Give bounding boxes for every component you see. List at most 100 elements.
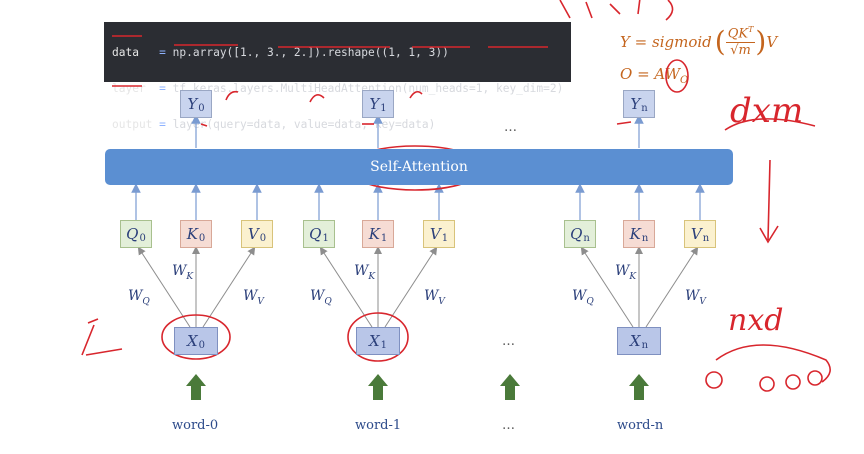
code-snippet: data = np.array([1., 3., 2.]).reshape((1… [104, 22, 571, 131]
formula-y-right: V [766, 32, 778, 51]
q-symbol: Q [126, 225, 139, 243]
wv-sub: V [699, 296, 706, 307]
q-sub: 1 [322, 232, 329, 244]
k-sub: 0 [198, 232, 206, 244]
v-sub: 0 [259, 232, 267, 244]
x-symbol: X [368, 332, 380, 350]
x-sub: 1 [380, 339, 388, 351]
word-label-0: word-0 [172, 418, 219, 433]
wv-symbol: W [424, 288, 439, 304]
k-symbol: K [368, 225, 380, 243]
weight-wv-0: WV [243, 288, 264, 307]
y-symbol: Y [369, 95, 380, 113]
weight-wk-1: WK [354, 263, 375, 282]
wq-sub: Q [324, 296, 332, 307]
weight-wq-n: WQ [572, 288, 594, 307]
formula-y-left: Y = sigmoid [620, 32, 712, 51]
weight-wv-n: WV [685, 288, 706, 307]
code-var-output: output [112, 118, 153, 131]
wv-sub: V [438, 296, 445, 307]
wk-symbol: W [615, 263, 630, 279]
code-op: = [159, 118, 166, 131]
x-symbol: X [186, 332, 198, 350]
x-symbol: X [629, 332, 641, 350]
k-symbol: K [629, 225, 641, 243]
wk-sub: K [629, 271, 637, 282]
numerator-text: QK [727, 26, 749, 42]
ellipsis-top: … [504, 120, 517, 135]
fraction-denominator: √m [730, 42, 751, 58]
k-sub: n [641, 232, 649, 244]
wq-symbol: W [310, 288, 325, 304]
wv-symbol: W [243, 288, 258, 304]
formula-o: O = AWO [620, 65, 688, 86]
q-symbol: Q [570, 225, 583, 243]
y-symbol: Y [187, 95, 198, 113]
x-sub: n [641, 339, 649, 351]
weight-wq-0: WQ [128, 288, 150, 307]
hand-text-dxm: dxm [730, 91, 803, 131]
code-expr: tf.keras.layers.MultiHeadAttention(num_h… [172, 82, 564, 95]
y-sub: n [641, 102, 648, 114]
wk-symbol: W [172, 263, 187, 279]
wv-sub: V [257, 296, 264, 307]
formula-y: Y = sigmoid ( QKT √m ) V [620, 25, 777, 58]
wq-sub: Q [142, 296, 150, 307]
code-expr: layer(query=data, value=data, key=data) [172, 118, 436, 131]
wk-sub: K [368, 271, 376, 282]
paren-left: ( [714, 25, 726, 58]
ellipsis-bottom: … [502, 418, 515, 433]
word-label-n: word-n [617, 418, 664, 433]
v-symbol: V [690, 225, 702, 243]
ellipsis-middle: … [502, 334, 515, 349]
word-label-1: word-1 [355, 418, 402, 433]
code-op: = [159, 82, 166, 95]
fraction-numerator: QKT [725, 25, 756, 43]
weight-wv-1: WV [424, 288, 445, 307]
y-sub: 0 [198, 102, 205, 114]
q-sub: n [583, 232, 590, 244]
q-sub: 0 [139, 232, 146, 244]
wq-symbol: W [572, 288, 587, 304]
wk-sub: K [186, 271, 194, 282]
paren-right: ) [755, 25, 767, 58]
wk-symbol: W [354, 263, 369, 279]
q-symbol: Q [309, 225, 322, 243]
green-arrows [186, 374, 649, 400]
wq-sub: Q [586, 296, 594, 307]
v-sub: 1 [441, 232, 449, 244]
k-symbol: K [186, 225, 198, 243]
v-symbol: V [429, 225, 441, 243]
code-op: = [159, 46, 166, 59]
code-expr: np.array([1., 3., 2.]).reshape((1, 1, 3)… [172, 46, 449, 59]
wv-symbol: W [685, 288, 700, 304]
hand-text-nxd: nxd [728, 303, 783, 338]
wq-symbol: W [128, 288, 143, 304]
formula-o-text: O = AW [620, 65, 681, 83]
v-symbol: V [247, 225, 259, 243]
y-sub: 1 [380, 102, 387, 114]
weight-wk-0: WK [172, 263, 193, 282]
code-line-3: output = layer(query=data, value=data, k… [112, 116, 571, 134]
k-sub: 1 [380, 232, 388, 244]
formula-o-sub: O [680, 75, 689, 86]
numerator-sup: T [748, 25, 754, 35]
x-sub: 0 [198, 339, 206, 351]
self-attention-block: Self-Attention [105, 149, 733, 185]
weight-wk-n: WK [615, 263, 636, 282]
v-sub: n [702, 232, 710, 244]
